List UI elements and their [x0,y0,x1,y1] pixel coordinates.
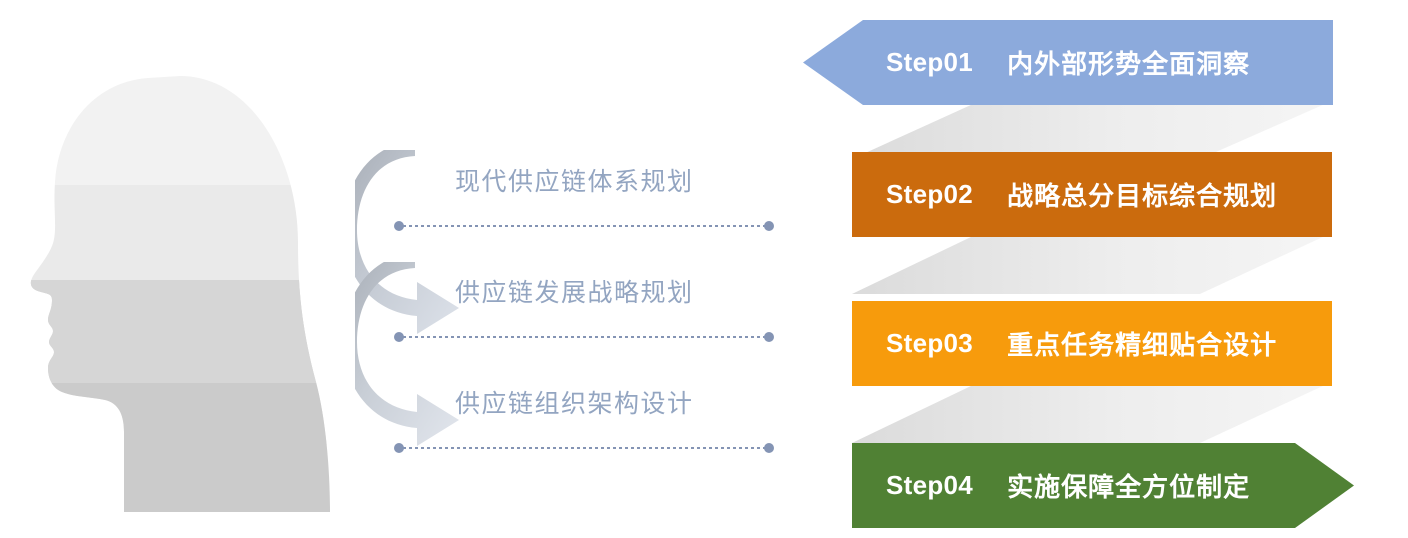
connector-dot-left [394,221,404,231]
connector-dash-line [403,336,765,338]
connector-dot-left [394,443,404,453]
process-label-2: 供应链发展战略规划 [455,279,694,307]
step-4-title: 实施保障全方位制定 [1007,472,1251,502]
step-2-title: 战略总分目标综合规划 [1007,181,1278,211]
connector-dot-right [764,221,774,231]
connector-dash-line [403,447,765,449]
gray-fold-connector-2 [852,236,1325,294]
step-1-number: Step01 [886,47,974,77]
step-4-number: Step04 [886,470,974,500]
dotted-connector-line [394,442,774,454]
process-label-3: 供应链组织架构设计 [455,390,694,418]
curved-arrow-down-icon [355,150,459,334]
step-1-title: 内外部形势全面洞察 [1007,49,1251,79]
step-banner-3[interactable]: Step03 重点任务精细贴合设计 [852,301,1332,386]
dotted-connector-line [394,220,774,232]
step-3-number: Step03 [886,328,974,358]
step-banner-1[interactable]: Step01 内外部形势全面洞察 [803,20,1333,105]
curved-arrow-down-icon [355,262,459,446]
human-head-profile-icon [30,76,331,512]
gray-fold-connector-1 [852,104,1325,159]
connector-dot-right [764,332,774,342]
step-2-number: Step02 [886,179,974,209]
step-3-title: 重点任务精细贴合设计 [1007,330,1278,360]
process-label-1: 现代供应链体系规划 [455,168,694,196]
connector-dash-line [403,225,765,227]
gray-fold-connector-3 [852,385,1325,443]
connector-dot-left [394,332,404,342]
connector-dot-right [764,443,774,453]
step-banner-group: Step01 内外部形势全面洞察 Step02 战略总分目标综合规划 Step0… [795,0,1408,538]
step-banner-2[interactable]: Step02 战略总分目标综合规划 [852,152,1332,237]
step-banner-4[interactable]: Step04 实施保障全方位制定 [852,443,1354,528]
dotted-connector-line [394,331,774,343]
